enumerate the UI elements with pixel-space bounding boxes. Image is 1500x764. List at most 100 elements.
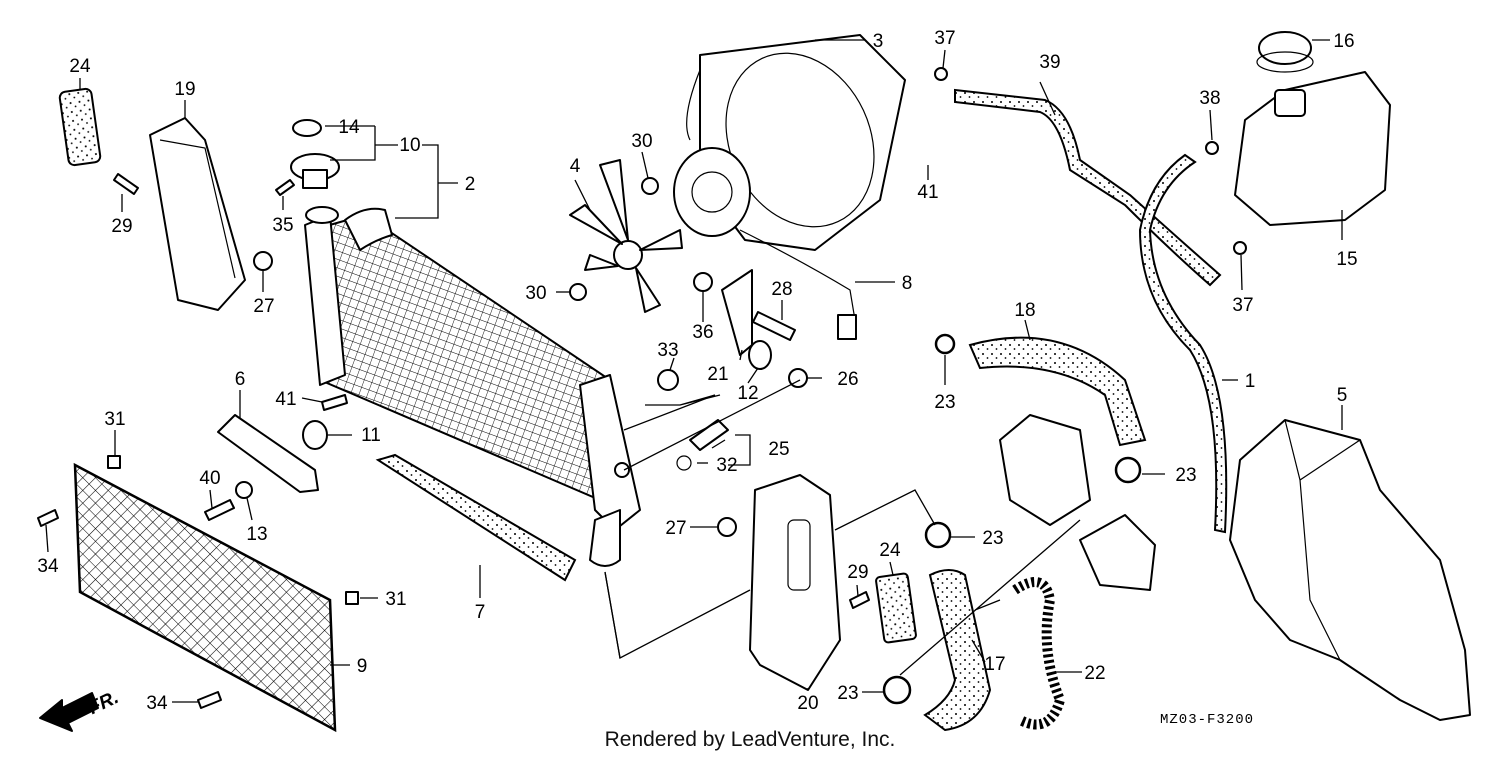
part-hose-lower bbox=[923, 569, 992, 732]
callout-9: 9 bbox=[357, 656, 368, 677]
callout-15: 15 bbox=[1336, 249, 1357, 270]
callout-21: 21 bbox=[707, 364, 728, 385]
callout-17: 17 bbox=[984, 654, 1005, 675]
callout-11: 11 bbox=[361, 425, 381, 446]
callout-23-d: 23 bbox=[837, 683, 858, 704]
part-o-ring-32 bbox=[676, 455, 692, 471]
part-fan-blades bbox=[569, 159, 683, 313]
callout-12: 12 bbox=[737, 383, 758, 404]
callout-41-left: 41 bbox=[275, 389, 296, 410]
part-rubber-pad-upper bbox=[58, 87, 102, 167]
front-direction-label: FR. bbox=[85, 687, 122, 719]
callout-8: 8 bbox=[902, 273, 913, 294]
callout-28: 28 bbox=[771, 279, 792, 300]
part-collar-13 bbox=[235, 481, 253, 499]
part-lower-cover-edges bbox=[1284, 419, 1361, 661]
part-bolt-29b bbox=[849, 591, 870, 609]
callout-33: 33 bbox=[657, 340, 678, 361]
part-radiator-outlet bbox=[589, 509, 621, 567]
part-bolt-41a bbox=[321, 394, 348, 411]
callout-7: 7 bbox=[475, 602, 486, 623]
callout-6: 6 bbox=[235, 369, 246, 390]
callout-24-lower: 24 bbox=[879, 540, 901, 561]
callout-14: 14 bbox=[338, 117, 360, 138]
part-fan-connector bbox=[837, 314, 857, 340]
callout-38: 38 bbox=[1199, 88, 1220, 109]
callout-22: 22 bbox=[1084, 663, 1105, 684]
callout-5: 5 bbox=[1337, 385, 1348, 406]
callout-29-right: 29 bbox=[847, 562, 868, 583]
part-reserve-tank bbox=[1234, 71, 1391, 226]
callout-3: 3 bbox=[873, 31, 884, 52]
part-side-cover-right-window bbox=[787, 519, 811, 591]
callout-27-right: 27 bbox=[665, 518, 686, 539]
part-reserve-tank-cap-rim bbox=[1256, 51, 1314, 73]
part-bolt-29a bbox=[113, 173, 139, 195]
part-radiator-drain bbox=[614, 462, 630, 478]
callout-27-left: 27 bbox=[253, 296, 274, 317]
callout-20: 20 bbox=[797, 693, 818, 714]
part-grommet-12 bbox=[748, 340, 772, 370]
callout-35: 35 bbox=[272, 215, 293, 236]
front-direction-arrow-icon bbox=[39, 692, 99, 732]
part-clip-31a bbox=[107, 455, 121, 469]
callout-37-lower: 37 bbox=[1232, 295, 1253, 316]
part-thermostat-housing bbox=[1079, 514, 1156, 591]
callout-1: 1 bbox=[1245, 371, 1256, 392]
part-collar-36 bbox=[693, 272, 713, 292]
part-radiator-core bbox=[310, 213, 612, 502]
part-hose-upper bbox=[968, 336, 1147, 447]
part-bolt-34a bbox=[37, 509, 59, 527]
part-flex-tube bbox=[1012, 577, 1066, 730]
part-grommet-27b bbox=[717, 517, 737, 537]
callout-18: 18 bbox=[1014, 300, 1035, 321]
leader-lines bbox=[45, 39, 1343, 703]
part-side-cover-left-edge bbox=[159, 139, 236, 279]
part-nut-30a bbox=[641, 177, 659, 195]
callout-34-lower: 34 bbox=[146, 693, 168, 714]
callout-37-upper: 37 bbox=[934, 28, 955, 49]
part-water-pump bbox=[999, 414, 1091, 526]
callout-labels: 24 19 29 27 14 10 2 35 3 4 30 30 8 36 28… bbox=[37, 28, 1357, 719]
callout-30-lower: 30 bbox=[525, 283, 546, 304]
callout-4: 4 bbox=[570, 156, 581, 177]
callout-39: 39 bbox=[1039, 52, 1060, 73]
part-reserve-tank-cap bbox=[1258, 31, 1312, 65]
callout-34-left: 34 bbox=[37, 556, 59, 577]
callout-29-left: 29 bbox=[111, 216, 132, 237]
part-radiator-cap-body bbox=[302, 169, 328, 189]
callout-41-right: 41 bbox=[917, 182, 938, 203]
callout-19: 19 bbox=[174, 79, 195, 100]
part-clamp-23c bbox=[924, 521, 952, 549]
part-bolt-34b bbox=[197, 691, 222, 709]
part-side-cover-right bbox=[749, 474, 841, 691]
part-fan-motor-center bbox=[691, 171, 733, 213]
part-nut-30b bbox=[569, 283, 587, 301]
rendered-by-footer: Rendered by LeadVenture, Inc. bbox=[604, 728, 896, 751]
part-clip-37a bbox=[934, 67, 948, 81]
part-clamp-23d bbox=[882, 675, 912, 705]
part-clip-37b bbox=[1233, 241, 1247, 255]
part-screw-35 bbox=[275, 179, 295, 196]
part-grommet-11 bbox=[302, 420, 328, 450]
callout-36: 36 bbox=[692, 322, 713, 343]
part-clamp-23b bbox=[1114, 456, 1142, 484]
part-seal-7 bbox=[375, 453, 577, 582]
part-grommet-27a bbox=[253, 251, 273, 271]
callout-16: 16 bbox=[1333, 31, 1354, 52]
part-thermo-switch bbox=[689, 419, 729, 451]
part-overflow-tube bbox=[1138, 153, 1228, 534]
part-radiator-filler-neck bbox=[305, 206, 339, 224]
callout-32: 32 bbox=[716, 455, 737, 476]
callout-2: 2 bbox=[465, 174, 476, 195]
part-reserve-tank-neck bbox=[1274, 89, 1306, 117]
part-cap-seal bbox=[292, 119, 322, 137]
callout-31-lower: 31 bbox=[385, 589, 406, 610]
part-stay-plate bbox=[217, 414, 319, 493]
callout-23-c: 23 bbox=[982, 528, 1003, 549]
part-radiator-grille bbox=[73, 462, 337, 733]
callout-26: 26 bbox=[837, 369, 858, 390]
callout-13: 13 bbox=[246, 524, 267, 545]
part-siphon-hose bbox=[954, 88, 1222, 287]
